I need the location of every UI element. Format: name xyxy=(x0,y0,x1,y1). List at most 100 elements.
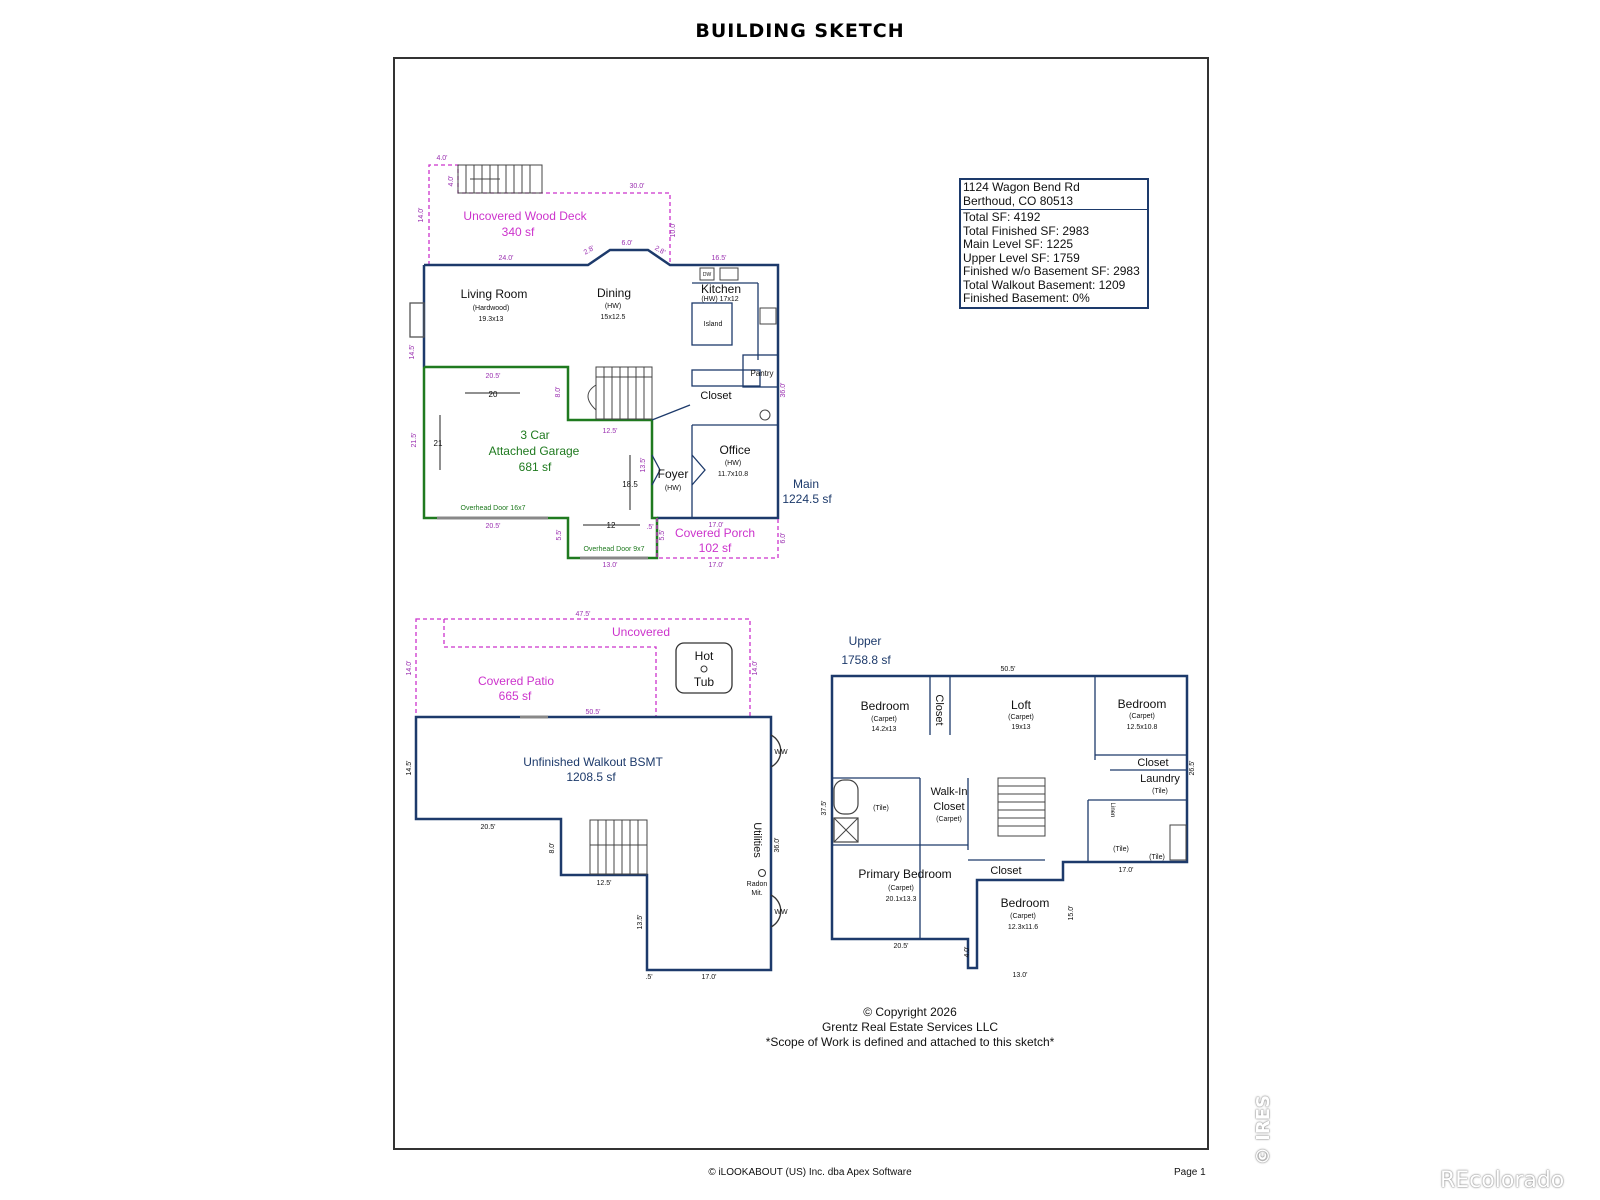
dw-label: DW xyxy=(703,272,712,278)
svg-text:14.0': 14.0' xyxy=(406,661,413,676)
deck-stairs-icon xyxy=(457,164,543,194)
ires-watermark: © IRES xyxy=(1252,1094,1274,1166)
sink-icon xyxy=(719,267,739,281)
finished-wo-basement: Finished w/o Basement SF: 2983 xyxy=(963,264,1140,278)
footer-company: © iLOOKABOUT (US) Inc. dba Apex Software xyxy=(708,1167,912,1178)
basement-area: 1208.5 sf xyxy=(566,770,616,784)
copyright-line-1: © Copyright 2026 xyxy=(863,1005,957,1019)
svg-text:36.0': 36.0' xyxy=(780,383,787,398)
main-level-area: 1224.5 sf xyxy=(782,492,832,506)
main-level-label: Main xyxy=(793,477,819,491)
basement-wall xyxy=(414,715,773,972)
svg-text:2.8': 2.8' xyxy=(653,245,666,257)
copyright-line-3: *Scope of Work is defined and attached t… xyxy=(765,1035,1055,1049)
loft-label: Loft xyxy=(1011,698,1032,712)
foyer-floor: (HW) xyxy=(665,485,681,492)
shower-icon xyxy=(833,817,859,843)
svg-text:50.5': 50.5' xyxy=(1001,666,1016,673)
radon-icon xyxy=(758,869,766,877)
hot-tub-label-1: Hot xyxy=(695,649,714,663)
loft-size: 19x13 xyxy=(1011,724,1030,731)
svg-text:14.0': 14.0' xyxy=(418,208,425,223)
svg-text:36.0': 36.0' xyxy=(774,838,781,853)
svg-text:14.5': 14.5' xyxy=(406,761,413,776)
svg-text:26.5': 26.5' xyxy=(1189,761,1196,776)
range-icon xyxy=(759,307,777,325)
svg-text:4.0': 4.0' xyxy=(448,175,455,186)
office-floor: (HW) xyxy=(725,460,741,467)
deck-label: Uncovered Wood Deck xyxy=(463,209,587,223)
svg-text:20.5': 20.5' xyxy=(481,824,496,831)
svg-text:13.5': 13.5' xyxy=(637,915,644,930)
ww-label-top: WW xyxy=(774,749,788,756)
main-exterior-wall xyxy=(424,248,780,520)
hot-tub-icon xyxy=(675,642,733,694)
svg-text:8.0': 8.0' xyxy=(549,842,556,853)
radon-label-2: Mit. xyxy=(751,890,762,897)
footer-page: Page 1 xyxy=(1174,1167,1206,1178)
svg-text:21.5': 21.5' xyxy=(411,433,418,448)
main-level-sf: Main Level SF: 1225 xyxy=(963,237,1074,251)
svg-text:13.5': 13.5' xyxy=(640,458,647,473)
garage-mark-185: 18.5 xyxy=(622,480,638,489)
garage-area: 681 sf xyxy=(519,460,552,474)
svg-text:17.0': 17.0' xyxy=(702,974,717,981)
upper-level-sf: Upper Level SF: 1759 xyxy=(963,250,1080,265)
fireplace-icon xyxy=(409,302,425,338)
tile-a: (Tile) xyxy=(873,805,889,812)
svg-text:6.0': 6.0' xyxy=(780,532,787,543)
svg-text:13.0': 13.0' xyxy=(1013,972,1028,979)
deck-area: 340 sf xyxy=(502,225,535,239)
tile-b: (Tile) xyxy=(1113,846,1129,853)
svg-text:12.5': 12.5' xyxy=(597,880,612,887)
svg-text:14.0': 14.0' xyxy=(752,661,759,676)
garage-label-1: 3 Car xyxy=(520,428,549,442)
dining-floor: (HW) xyxy=(605,303,621,310)
svg-text:.5': .5' xyxy=(646,524,653,531)
garage-label-2: Attached Garage xyxy=(489,444,580,458)
bedroom1-floor: (Carpet) xyxy=(871,716,897,723)
svg-text:16.5': 16.5' xyxy=(712,255,727,262)
total-finished-sf: Total Finished SF: 2983 xyxy=(963,223,1090,238)
walkin-floor: (Carpet) xyxy=(936,816,962,823)
svg-text:14.5': 14.5' xyxy=(409,345,416,360)
svg-text:20.5': 20.5' xyxy=(486,373,501,380)
copyright-line-2: Grentz Real Estate Services LLC xyxy=(821,1020,999,1034)
basement-label: Unfinished Walkout BSMT xyxy=(523,755,663,769)
closet2-label: Closet xyxy=(1137,757,1168,769)
svg-text:8.0': 8.0' xyxy=(555,386,562,397)
svg-text:4.0': 4.0' xyxy=(436,155,447,162)
dining-size: 15x12.5 xyxy=(601,314,626,321)
foyer-label: Foyer xyxy=(658,467,689,481)
primary-size: 20.1x13.3 xyxy=(886,896,917,903)
upper-level-area: 1758.8 sf xyxy=(841,653,891,667)
porch-label: Covered Porch xyxy=(675,526,755,540)
tile-c: (Tile) xyxy=(1149,854,1165,861)
address-block: 1124 Wagon Bend Rd Berthoud, CO 80513 xyxy=(961,180,1147,210)
garage-mark-12: 12 xyxy=(607,521,616,530)
svg-text:17.0': 17.0' xyxy=(709,562,724,569)
svg-text:10.0': 10.0' xyxy=(670,223,677,238)
loft-floor: (Carpet) xyxy=(1008,714,1034,721)
svg-text:2.8': 2.8' xyxy=(583,245,596,257)
closet-label: Closet xyxy=(700,390,731,402)
office-label: Office xyxy=(719,443,750,457)
svg-text:5.5': 5.5' xyxy=(556,529,563,540)
stats-block: Total SF: 4192 Total Finished SF: 2983 M… xyxy=(961,210,1147,307)
closet-vertical-label: Closet xyxy=(933,694,945,725)
sketch-frame xyxy=(393,57,1209,1150)
total-walkout-basement: Total Walkout Basement: 1209 xyxy=(963,277,1126,292)
svg-text:30.0': 30.0' xyxy=(630,183,645,190)
bedroom2-size: 12.5x10.8 xyxy=(1127,724,1158,731)
bedroom3-label: Bedroom xyxy=(1001,896,1050,910)
toilet-icon xyxy=(759,409,771,421)
svg-text:12.5': 12.5' xyxy=(603,428,618,435)
basement-stairs-icon xyxy=(589,819,648,875)
kitchen-size: (HW) 17x12 xyxy=(701,296,738,303)
patio-area: 665 sf xyxy=(499,689,532,703)
property-info-box: 1124 Wagon Bend Rd Berthoud, CO 80513 To… xyxy=(959,178,1149,309)
svg-text:37.5': 37.5' xyxy=(821,801,828,816)
svg-text:17.0': 17.0' xyxy=(1119,867,1134,874)
window-well-top-icon xyxy=(770,734,782,768)
